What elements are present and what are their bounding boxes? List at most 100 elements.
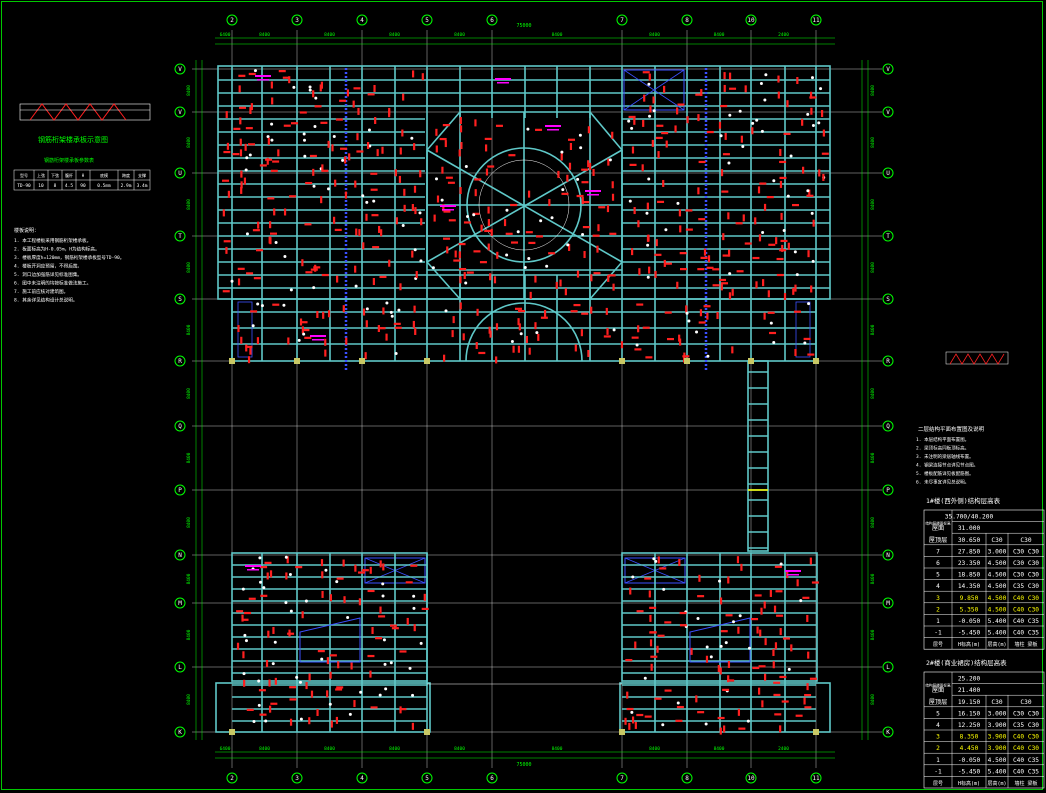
spec-header: H — [82, 173, 85, 178]
axis-bubble[interactable]: V — [882, 63, 894, 75]
beam-tag — [792, 287, 795, 295]
axis-bubble[interactable]: 11 — [810, 14, 822, 26]
axis-bubble[interactable]: 6 — [486, 14, 498, 26]
beam-tag — [720, 630, 728, 633]
beam-tag — [373, 85, 376, 93]
axis-bubble-label: 2 — [230, 775, 234, 782]
axis-bubble[interactable]: U — [882, 167, 894, 179]
axis-bubble[interactable]: 4 — [356, 14, 368, 26]
axis-bubble[interactable]: 7 — [616, 14, 628, 26]
axis-bubble[interactable]: R — [882, 355, 894, 367]
beam-tag — [244, 143, 247, 151]
beam-tag — [809, 677, 817, 680]
axis-bubble[interactable]: 2 — [226, 772, 238, 784]
axis-bubble[interactable]: L — [174, 661, 186, 673]
beam-tag — [329, 594, 333, 602]
axis-bubble[interactable]: P — [174, 484, 186, 496]
axis-bubble[interactable]: S — [174, 293, 186, 305]
axis-bubble[interactable]: 4 — [356, 772, 368, 784]
axis-bubble[interactable]: Q — [882, 420, 894, 432]
beam-tag — [342, 559, 345, 567]
column-dot — [505, 253, 509, 257]
axis-bubble[interactable]: 3 — [291, 772, 303, 784]
beam-tag — [773, 693, 781, 697]
column-dot — [381, 582, 385, 586]
axis-bubble[interactable]: V — [882, 106, 894, 118]
beam-tag — [587, 126, 590, 134]
axis-bubble[interactable]: 11 — [810, 772, 822, 784]
axis-bubble-label: 11 — [812, 17, 820, 24]
axis-bubble-label: K — [178, 729, 182, 736]
beam-tag — [289, 718, 293, 726]
axis-bubble[interactable]: 5 — [421, 14, 433, 26]
beam-tag — [779, 725, 782, 733]
beam-tag — [774, 713, 782, 716]
column-dot — [806, 189, 810, 193]
column-dot — [245, 156, 249, 160]
axis-bubble[interactable]: 3 — [291, 14, 303, 26]
beam-tag — [712, 268, 720, 271]
axis-bubble[interactable]: S — [882, 293, 894, 305]
axis-bubble-circle — [745, 772, 757, 784]
table1-cell: C40 C30 — [1013, 606, 1039, 613]
axis-bubble[interactable]: Q — [174, 420, 186, 432]
beam-tag — [525, 231, 533, 234]
beam-tag — [675, 719, 683, 722]
axis-bubble[interactable]: R — [174, 355, 186, 367]
axis-bubble[interactable]: 7 — [616, 772, 628, 784]
column-dot — [652, 109, 656, 113]
beam-tag — [649, 639, 653, 647]
beam-tag — [698, 321, 706, 324]
dim-label: 8400 — [870, 262, 876, 273]
beam-tag — [757, 186, 761, 194]
beam-tag — [719, 597, 723, 605]
axis-bubble-label: 7 — [620, 17, 624, 24]
axis-bubble[interactable]: 5 — [421, 772, 433, 784]
column-dot — [282, 303, 286, 307]
axis-bubble[interactable]: V — [174, 63, 186, 75]
table2-cell: -1 — [934, 768, 942, 775]
axis-bubble[interactable]: N — [174, 549, 186, 561]
axis-bubble[interactable]: 6 — [486, 772, 498, 784]
column-dot — [298, 680, 302, 684]
axis-bubble[interactable]: T — [882, 230, 894, 242]
axis-bubble[interactable]: M — [174, 597, 186, 609]
axis-bubble[interactable]: P — [882, 484, 894, 496]
axis-bubble-label: N — [178, 552, 182, 559]
beam-tag — [282, 76, 290, 79]
beam-tag — [376, 149, 379, 157]
axis-bubble[interactable]: T — [174, 230, 186, 242]
axis-bubble[interactable]: L — [882, 661, 894, 673]
axis-bubble[interactable]: 10 — [745, 14, 757, 26]
section-label — [440, 205, 456, 207]
beam-tag — [555, 281, 558, 289]
axis-bubble[interactable]: M — [882, 597, 894, 609]
axis-bubble[interactable]: K — [174, 726, 186, 738]
beam-tag — [581, 168, 589, 171]
table1-cell: -5.450 — [958, 630, 981, 637]
axis-bubble[interactable]: K — [882, 726, 894, 738]
column-dot — [312, 286, 316, 290]
beam-tag — [807, 651, 810, 659]
axis-bubble[interactable]: U — [174, 167, 186, 179]
table1-cell: 4.500 — [988, 583, 1007, 590]
axis-bubble[interactable]: V — [174, 106, 186, 118]
column-dot — [260, 304, 264, 308]
axis-bubble[interactable]: 8 — [681, 772, 693, 784]
axis-bubble-label: P — [178, 487, 182, 494]
axis-bubble[interactable]: 10 — [745, 772, 757, 784]
axis-bubble[interactable]: N — [882, 549, 894, 561]
column-dot — [646, 243, 650, 247]
table1-cell: C40 C35 — [1013, 618, 1039, 625]
beam-tag — [358, 571, 366, 574]
beam-tag — [240, 170, 243, 178]
column-dot — [763, 98, 767, 102]
axis-bubble[interactable]: 2 — [226, 14, 238, 26]
beam-tag — [679, 252, 687, 255]
axis-bubble[interactable]: 8 — [681, 14, 693, 26]
beam-tag — [569, 142, 573, 150]
column-dot — [738, 614, 742, 618]
right-note-line: 6. 未尽事宜详见总说明。 — [916, 479, 969, 486]
